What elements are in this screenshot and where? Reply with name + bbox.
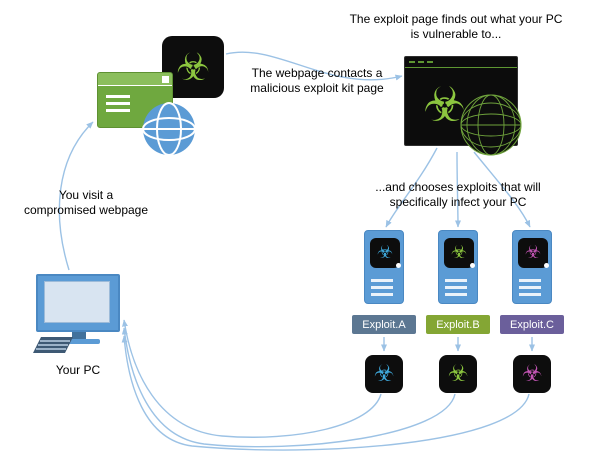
biohazard-icon: ☣: [423, 77, 467, 133]
caption-exploit-finds: The exploit page finds out what your PC …: [349, 12, 563, 42]
arrow-exploit-page-to-server-b: [454, 151, 461, 228]
caption-chooses-exploits: ...and chooses exploits that will specif…: [375, 180, 541, 210]
server-led-icon: [470, 263, 475, 268]
server-slot: [371, 286, 393, 289]
keyboard-keys: [36, 340, 70, 350]
server-slot: [519, 279, 541, 282]
payload-icon-b: ☣: [439, 355, 477, 393]
exploit-server-icon-b: ☣: [438, 230, 478, 304]
browser-text-line: [106, 102, 130, 105]
exploit-badge-label: Exploit.B: [436, 318, 480, 331]
globe-icon: [142, 102, 196, 156]
exploit-server-icon-a: ☣: [364, 230, 404, 304]
server-led-icon: [544, 263, 549, 268]
exploit-badge-c: Exploit.C: [500, 315, 564, 334]
exploit-badge-label: Exploit.A: [362, 318, 406, 331]
biohazard-icon: ☣: [175, 45, 211, 89]
biohazard-icon: ☣: [447, 360, 469, 387]
server-led-icon: [396, 263, 401, 268]
exploit-server-icon-c: ☣: [512, 230, 552, 304]
keyboard-icon: [33, 337, 73, 353]
caption-your-pc: Your PC: [55, 363, 101, 377]
payload-icon-c: ☣: [513, 355, 551, 393]
monitor-frame: [36, 274, 120, 332]
biohazard-panel: ☣: [518, 238, 548, 268]
browser-titlebar: [98, 73, 172, 86]
server-slot: [445, 293, 467, 296]
window-control-icon: [409, 61, 415, 63]
server-slot: [519, 286, 541, 289]
globe-gridlines: [460, 94, 522, 156]
browser-text-line: [106, 95, 130, 98]
monitor-screen: [44, 281, 110, 323]
monitor-stand: [72, 332, 86, 339]
window-titlebar: [405, 57, 517, 68]
globe-gridlines: [142, 102, 196, 156]
malicious-globe-icon: [460, 94, 522, 156]
compromised-webpage-icon: [97, 72, 173, 128]
exploit-badge-b: Exploit.B: [426, 315, 490, 334]
monitor-base: [60, 339, 100, 344]
window-control-icon: [427, 61, 433, 63]
biohazard-icon: ☣: [524, 242, 542, 263]
arrow-pc-to-webpage: [58, 121, 94, 271]
window-control-icon: [418, 61, 424, 63]
biohazard-panel: ☣: [444, 238, 474, 268]
biohazard-icon: ☣: [450, 242, 468, 263]
browser-close-icon: [162, 76, 169, 83]
exploit-badge-a: Exploit.A: [352, 315, 416, 334]
server-slot: [371, 279, 393, 282]
payload-icon-a: ☣: [365, 355, 403, 393]
biohazard-icon: ☣: [521, 360, 543, 387]
caption-you-visit: You visit a compromised webpage: [23, 188, 149, 218]
pc-icon: [28, 272, 128, 360]
biohazard-icon: ☣: [376, 242, 394, 263]
server-slot: [371, 293, 393, 296]
server-slot: [519, 293, 541, 296]
caption-webpage-contacts: The webpage contacts a malicious exploit…: [250, 66, 384, 96]
arrow-payload-c-to-pc: [121, 335, 530, 451]
server-slot: [445, 286, 467, 289]
arrow-payload-b-to-pc: [121, 327, 456, 448]
arrow-exploit-page-to-server-c: [473, 151, 531, 228]
biohazard-icon: ☣: [373, 360, 395, 387]
arrow-payload-a-to-pc: [122, 319, 382, 438]
arrow-webpage-to-exploit-page: [225, 51, 403, 81]
server-slot: [445, 279, 467, 282]
browser-text-line: [106, 109, 130, 112]
biohazard-panel: ☣: [370, 238, 400, 268]
arrow-exploit-page-to-server-a: [385, 147, 438, 228]
exploit-badge-label: Exploit.C: [509, 318, 555, 331]
